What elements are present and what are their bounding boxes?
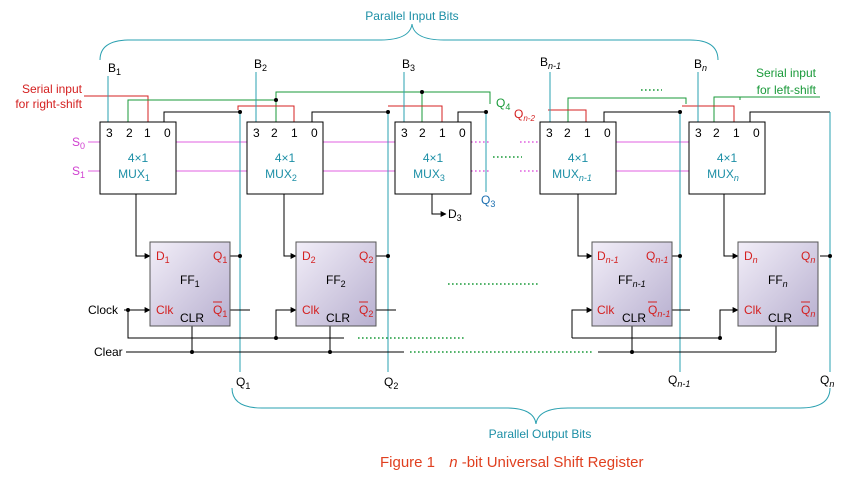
svg-text:CLR: CLR <box>768 311 792 325</box>
input-brace <box>99 23 719 61</box>
b1-label: B1 <box>108 61 121 77</box>
svg-text:4×1: 4×1 <box>275 151 296 165</box>
q1-out-label: Q1 <box>236 375 250 391</box>
svg-text:0: 0 <box>311 126 318 140</box>
mux-input-3: 3 <box>106 126 113 140</box>
ff-1: D1 Q1 FF1 Clk CLR Q1 <box>149 241 231 327</box>
figure-caption: Figure 1 n -bit Universal Shift Register <box>380 454 643 471</box>
mux-3: 3 2 1 0 4×1 MUX3 <box>394 121 472 195</box>
svg-text:3: 3 <box>546 126 553 140</box>
ff-n: Dn Qn FFn Clk CLR Qn <box>737 241 819 327</box>
ff-d: D1 <box>156 249 170 265</box>
svg-text:Clk: Clk <box>302 303 320 317</box>
svg-text:0: 0 <box>459 126 466 140</box>
qn2-label: Qn-2 <box>514 107 535 123</box>
svg-text:Qn: Qn <box>801 249 815 265</box>
svg-text:3: 3 <box>401 126 408 140</box>
svg-text:FFn-1: FFn-1 <box>618 273 646 289</box>
svg-text:Q2: Q2 <box>359 249 373 265</box>
svg-text:2: 2 <box>271 126 278 140</box>
svg-text:Q2: Q2 <box>359 303 373 319</box>
clear-label: Clear <box>94 345 123 359</box>
ff-2: D2 Q2 FF2 Clk CLR Q2 <box>295 241 377 327</box>
svg-text:0: 0 <box>753 126 760 140</box>
svg-text:MUX3: MUX3 <box>413 167 445 183</box>
ff-qbar: Q1 <box>213 303 227 319</box>
mux-name: MUX1 <box>118 167 150 183</box>
svg-text:4×1: 4×1 <box>717 151 738 165</box>
caption-italic: n <box>449 454 457 471</box>
svg-text:CLR: CLR <box>622 311 646 325</box>
svg-text:Qn-1: Qn-1 <box>646 249 668 265</box>
ff-clk: Clk <box>156 303 174 317</box>
svg-text:D2: D2 <box>302 249 316 265</box>
d3-label: D3 <box>448 207 462 223</box>
svg-text:Clk: Clk <box>744 303 762 317</box>
svg-text:2: 2 <box>713 126 720 140</box>
svg-text:4×1: 4×1 <box>423 151 444 165</box>
caption-prefix: Figure 1 <box>380 454 435 471</box>
output-brace <box>231 387 831 425</box>
svg-text:FFn: FFn <box>768 273 788 289</box>
svg-text:Qn-1: Qn-1 <box>648 303 670 319</box>
svg-text:Qn: Qn <box>801 303 815 319</box>
svg-text:2: 2 <box>419 126 426 140</box>
mux-input-0: 0 <box>164 126 171 140</box>
parallel-output-label: Parallel Output Bits <box>489 427 592 441</box>
svg-text:MUXn: MUXn <box>707 167 739 183</box>
ff-clr: CLR <box>180 311 204 325</box>
svg-text:MUXn-1: MUXn-1 <box>552 167 592 183</box>
mux-n-1: 3 2 1 0 4×1 MUXn-1 <box>539 121 617 195</box>
svg-text:CLR: CLR <box>326 311 350 325</box>
bn-label: Bn <box>694 57 707 73</box>
ff-q: Q1 <box>213 249 227 265</box>
svg-text:FF2: FF2 <box>326 273 346 289</box>
svg-text:3: 3 <box>695 126 702 140</box>
caption-rest: -bit Universal Shift Register <box>462 454 644 471</box>
ff-n-1: Dn-1 Qn-1 FFn-1 Clk CLR Qn-1 <box>591 241 673 327</box>
svg-text:MUX2: MUX2 <box>265 167 297 183</box>
serial-left-line2: for left-shift <box>757 83 817 97</box>
svg-text:0: 0 <box>604 126 611 140</box>
clock-label: Clock <box>88 303 119 317</box>
svg-text:2: 2 <box>564 126 571 140</box>
svg-text:1: 1 <box>439 126 446 140</box>
mux-1: 3 2 1 0 4×1 MUX1 <box>99 121 177 195</box>
mux-2: 3 2 1 0 4×1 MUX2 <box>246 121 324 195</box>
q4-label: Q4 <box>496 96 510 112</box>
qn1-out-label: Qn-1 <box>668 373 690 389</box>
svg-text:Dn: Dn <box>744 249 758 265</box>
bn1-label: Bn-1 <box>540 55 561 71</box>
svg-text:1: 1 <box>291 126 298 140</box>
svg-text:Clk: Clk <box>597 303 615 317</box>
serial-left-line1: Serial input <box>756 66 817 80</box>
b2-label: B2 <box>254 57 267 73</box>
svg-text:1: 1 <box>733 126 740 140</box>
s1-label: S1 <box>72 164 85 180</box>
s0-label: S0 <box>72 135 85 151</box>
mux-input-2: 2 <box>126 126 133 140</box>
mux-n: 3 2 1 0 4×1 MUXn <box>688 121 766 195</box>
serial-right-line1: Serial input <box>22 82 83 96</box>
mux-size: 4×1 <box>128 151 149 165</box>
mux-input-1: 1 <box>144 126 151 140</box>
q3-label: Q3 <box>481 193 495 209</box>
qn-out-label: Qn <box>820 373 834 389</box>
svg-text:3: 3 <box>253 126 260 140</box>
serial-right-line2: for right-shift <box>15 97 82 111</box>
q2-out-label: Q2 <box>384 375 398 391</box>
svg-text:1: 1 <box>584 126 591 140</box>
parallel-input-label: Parallel Input Bits <box>365 9 458 23</box>
svg-text:4×1: 4×1 <box>568 151 589 165</box>
ff-name: FF1 <box>180 273 200 289</box>
svg-text:Dn-1: Dn-1 <box>597 249 619 265</box>
b3-label: B3 <box>402 57 415 73</box>
